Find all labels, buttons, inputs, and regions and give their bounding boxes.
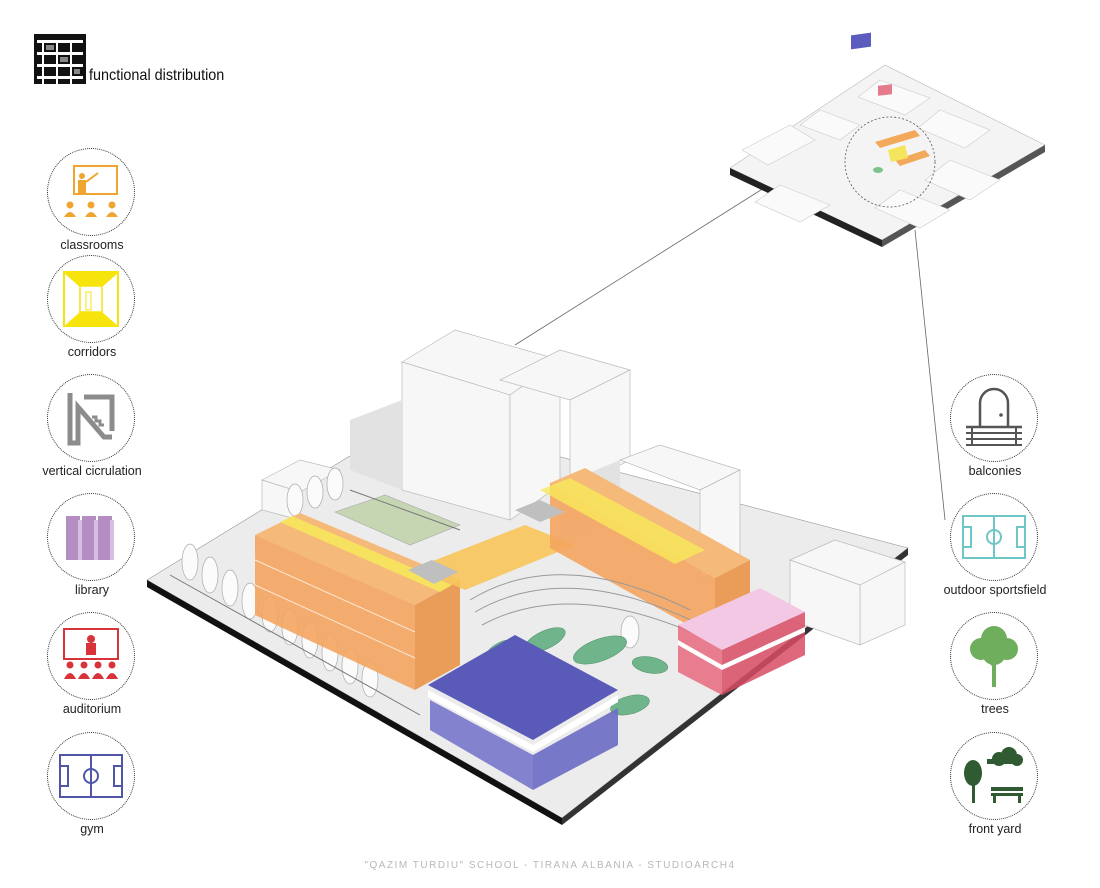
legend-trees: trees xyxy=(930,612,1060,724)
legend-circle xyxy=(950,374,1038,462)
legend-circle xyxy=(950,493,1038,581)
legend-circle xyxy=(47,732,135,820)
outdoor-sportsfield-zone xyxy=(334,494,461,546)
legend-outdoor-sportsfield: outdoor sportsfield xyxy=(930,493,1060,605)
tree-icon xyxy=(970,626,1018,687)
legend-circle xyxy=(950,612,1038,700)
legend-label: library xyxy=(74,583,110,597)
legend-balconies: balconies xyxy=(930,374,1060,486)
legend-circle xyxy=(47,374,135,462)
site-context-inset xyxy=(729,32,1046,247)
legend-vertical-circulation: vertical cicrulation xyxy=(27,374,157,486)
legend-circle xyxy=(47,493,135,581)
legend-label: trees xyxy=(981,702,1009,716)
building-elevation-icon xyxy=(34,34,86,84)
corridor-strip xyxy=(540,478,705,564)
legend-auditorium: auditorium xyxy=(27,612,157,724)
corridor-strip xyxy=(280,516,452,592)
auditorium-block xyxy=(678,588,805,695)
legend-circle xyxy=(47,255,135,343)
legend-label: front yard xyxy=(968,822,1022,836)
courtyard-ramps xyxy=(469,574,701,637)
vertical-circulation-core xyxy=(408,560,458,584)
page-title: functional distribution xyxy=(89,67,225,84)
classroom-teacher-icon xyxy=(64,165,118,217)
legend-circle xyxy=(950,732,1038,820)
corridor-perspective-icon xyxy=(63,271,119,327)
fence-line xyxy=(349,489,461,531)
legend-label: outdoor sportsfield xyxy=(943,583,1047,597)
legend-label: balconies xyxy=(968,464,1022,478)
legend-label: corridors xyxy=(67,345,117,359)
gym-block xyxy=(428,635,618,790)
footer-caption: "QAZIM TURDIU" SCHOOL - TIRANA ALBANIA -… xyxy=(364,860,736,871)
legend-corridors: corridors xyxy=(27,255,157,367)
legend-front-yard: front yard xyxy=(930,732,1060,844)
vertical-circulation-core xyxy=(515,500,565,522)
classroom-block-left xyxy=(254,513,460,690)
legend-circle xyxy=(47,612,135,700)
legend-label: classrooms xyxy=(60,238,124,252)
connecting-bridge xyxy=(415,525,575,590)
fence-line xyxy=(169,574,421,716)
legend-gym: gym xyxy=(27,732,157,844)
sports-court-icon xyxy=(59,754,123,798)
legend-label: gym xyxy=(80,822,104,836)
park-bench-trees-icon xyxy=(964,747,1023,803)
legend-library: library xyxy=(27,493,157,605)
books-icon xyxy=(66,516,114,560)
legend-label: auditorium xyxy=(62,702,122,716)
leader-line xyxy=(914,229,946,521)
balcony-door-icon xyxy=(966,387,1022,446)
audience-stage-icon xyxy=(63,628,119,679)
legend-label: vertical cicrulation xyxy=(42,464,142,478)
legend-circle xyxy=(47,148,135,236)
legend-classrooms: classrooms xyxy=(27,148,157,260)
sportsfield-icon xyxy=(962,515,1026,559)
staircase-icon xyxy=(67,393,115,446)
